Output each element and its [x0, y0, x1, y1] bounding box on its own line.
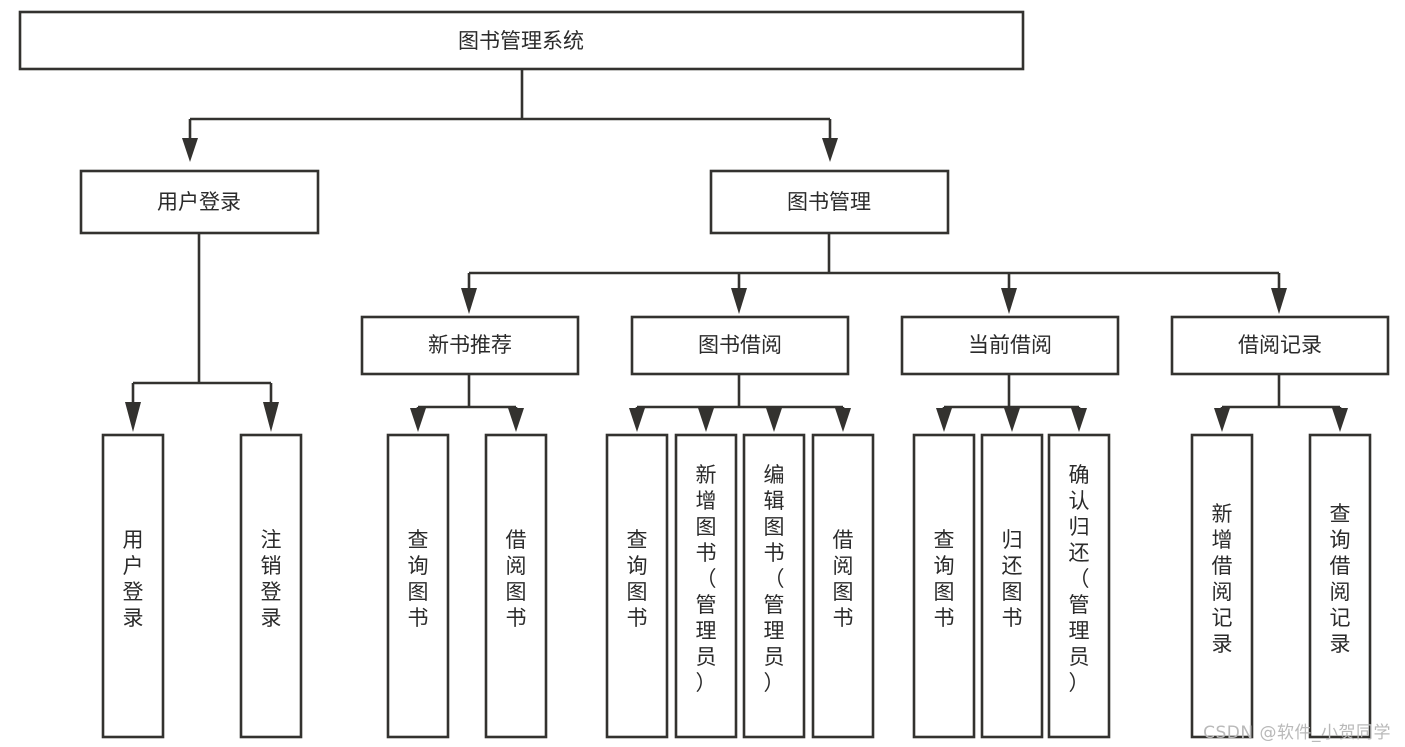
arrow-bm-to-borrow	[731, 288, 747, 314]
node-borrow-record-box[interactable]	[1170, 315, 1390, 376]
node-new-book-recommend[interactable]: 新书推荐	[360, 315, 580, 376]
arrow-current-leaf-2	[1004, 408, 1020, 432]
node-leaf-add-book-box[interactable]	[674, 433, 738, 739]
node-user-login-box[interactable]	[79, 169, 320, 235]
node-current-borrow[interactable]: 当前借阅	[900, 315, 1120, 376]
arrow-borrow-leaf-1	[629, 408, 645, 432]
node-leaf-borrow-book-2[interactable]: 借阅图书	[811, 433, 875, 739]
arrow-user-login-leaf-1	[125, 402, 141, 432]
node-leaf-borrow-book-1-box[interactable]	[484, 433, 548, 739]
node-leaf-add-record-box[interactable]	[1190, 433, 1254, 739]
node-leaf-edit-book[interactable]: 编辑图书（管理员）	[742, 433, 806, 739]
node-leaf-confirm-return-label: 确认归还（管理员）	[1069, 463, 1090, 695]
node-borrow-record[interactable]: 借阅记录	[1170, 315, 1390, 376]
node-leaf-confirm-return-box[interactable]	[1047, 433, 1111, 739]
node-leaf-user-login[interactable]: 用户登录	[101, 433, 165, 739]
node-leaf-query-book-3[interactable]: 查询图书	[912, 433, 976, 739]
node-new-book-recommend-label: 新书推荐	[428, 333, 512, 357]
node-leaf-edit-book-box[interactable]	[742, 433, 806, 739]
node-leaf-borrow-book-2-label: 借阅图书	[833, 528, 854, 630]
node-leaf-query-record-label: 查询借阅记录	[1330, 502, 1351, 656]
node-leaf-query-book-3-label: 查询图书	[934, 528, 955, 630]
node-current-borrow-label: 当前借阅	[968, 333, 1052, 357]
node-leaf-add-book-label: 新增图书（管理员）	[696, 463, 717, 695]
node-leaf-user-login-label: 用户登录	[123, 528, 144, 630]
node-root-box[interactable]	[18, 10, 1025, 71]
node-leaf-query-book-2-box[interactable]	[605, 433, 669, 739]
node-book-borrow-box[interactable]	[630, 315, 850, 376]
node-leaf-query-record[interactable]: 查询借阅记录	[1308, 433, 1372, 739]
node-leaf-query-record-box[interactable]	[1308, 433, 1372, 739]
csdn-watermark: CSDN @软件_小贺同学	[1203, 723, 1391, 743]
arrow-root-to-user-login	[182, 138, 198, 162]
node-leaf-query-book-1-box[interactable]	[386, 433, 450, 739]
arrow-current-leaf-1	[936, 408, 952, 432]
node-book-borrow-label: 图书借阅	[698, 333, 782, 357]
node-root-label: 图书管理系统	[458, 29, 584, 53]
node-borrow-record-label: 借阅记录	[1238, 333, 1322, 357]
arrow-current-leaf-3	[1071, 408, 1087, 432]
connectors	[125, 69, 1348, 432]
node-current-borrow-box[interactable]	[900, 315, 1120, 376]
node-new-book-recommend-box[interactable]	[360, 315, 580, 376]
arrow-bm-to-record	[1271, 288, 1287, 314]
node-book-management-label: 图书管理	[787, 190, 871, 214]
node-leaf-query-book-2-label: 查询图书	[627, 528, 648, 630]
node-leaf-add-book[interactable]: 新增图书（管理员）	[674, 433, 738, 739]
node-leaf-query-book-1-label: 查询图书	[408, 528, 429, 630]
node-book-management[interactable]: 图书管理	[709, 169, 950, 235]
arrow-bm-to-current	[1001, 288, 1017, 314]
arrow-borrow-leaf-3	[766, 408, 782, 432]
node-leaf-add-record[interactable]: 新增借阅记录	[1190, 433, 1254, 739]
node-leaf-logout-login-label: 注销登录	[261, 528, 282, 630]
node-leaf-borrow-book-1-label: 借阅图书	[506, 528, 527, 630]
node-root[interactable]: 图书管理系统	[18, 10, 1025, 71]
node-leaf-return-book-label: 归还图书	[1002, 528, 1023, 630]
node-leaf-logout-login[interactable]: 注销登录	[239, 433, 303, 739]
node-user-login[interactable]: 用户登录	[79, 169, 320, 235]
node-leaf-user-login-box[interactable]	[101, 433, 165, 739]
node-leaf-logout-login-box[interactable]	[239, 433, 303, 739]
node-leaf-confirm-return[interactable]: 确认归还（管理员）	[1047, 433, 1111, 739]
node-user-login-label: 用户登录	[157, 190, 241, 214]
node-book-management-box[interactable]	[709, 169, 950, 235]
node-leaf-query-book-3-box[interactable]	[912, 433, 976, 739]
arrow-record-leaf-2	[1332, 408, 1348, 432]
node-book-borrow[interactable]: 图书借阅	[630, 315, 850, 376]
arrow-root-to-book-management	[822, 138, 838, 162]
node-leaf-edit-book-label: 编辑图书（管理员）	[764, 463, 785, 695]
node-leaf-add-record-label: 新增借阅记录	[1212, 502, 1233, 656]
node-leaf-borrow-book-1[interactable]: 借阅图书	[484, 433, 548, 739]
arrow-borrow-leaf-2	[698, 408, 714, 432]
node-leaf-return-book[interactable]: 归还图书	[980, 433, 1044, 739]
node-leaf-query-book-2[interactable]: 查询图书	[605, 433, 669, 739]
arrow-record-leaf-1	[1214, 408, 1230, 432]
arrow-bm-to-recommend	[461, 288, 477, 314]
node-leaf-return-book-box[interactable]	[980, 433, 1044, 739]
arrow-recommend-leaf-1	[410, 408, 426, 432]
arrow-user-login-leaf-2	[263, 402, 279, 432]
arrow-borrow-leaf-4	[835, 408, 851, 432]
node-leaf-query-book-1[interactable]: 查询图书	[386, 433, 450, 739]
node-leaf-borrow-book-2-box[interactable]	[811, 433, 875, 739]
arrow-recommend-leaf-2	[508, 408, 524, 432]
